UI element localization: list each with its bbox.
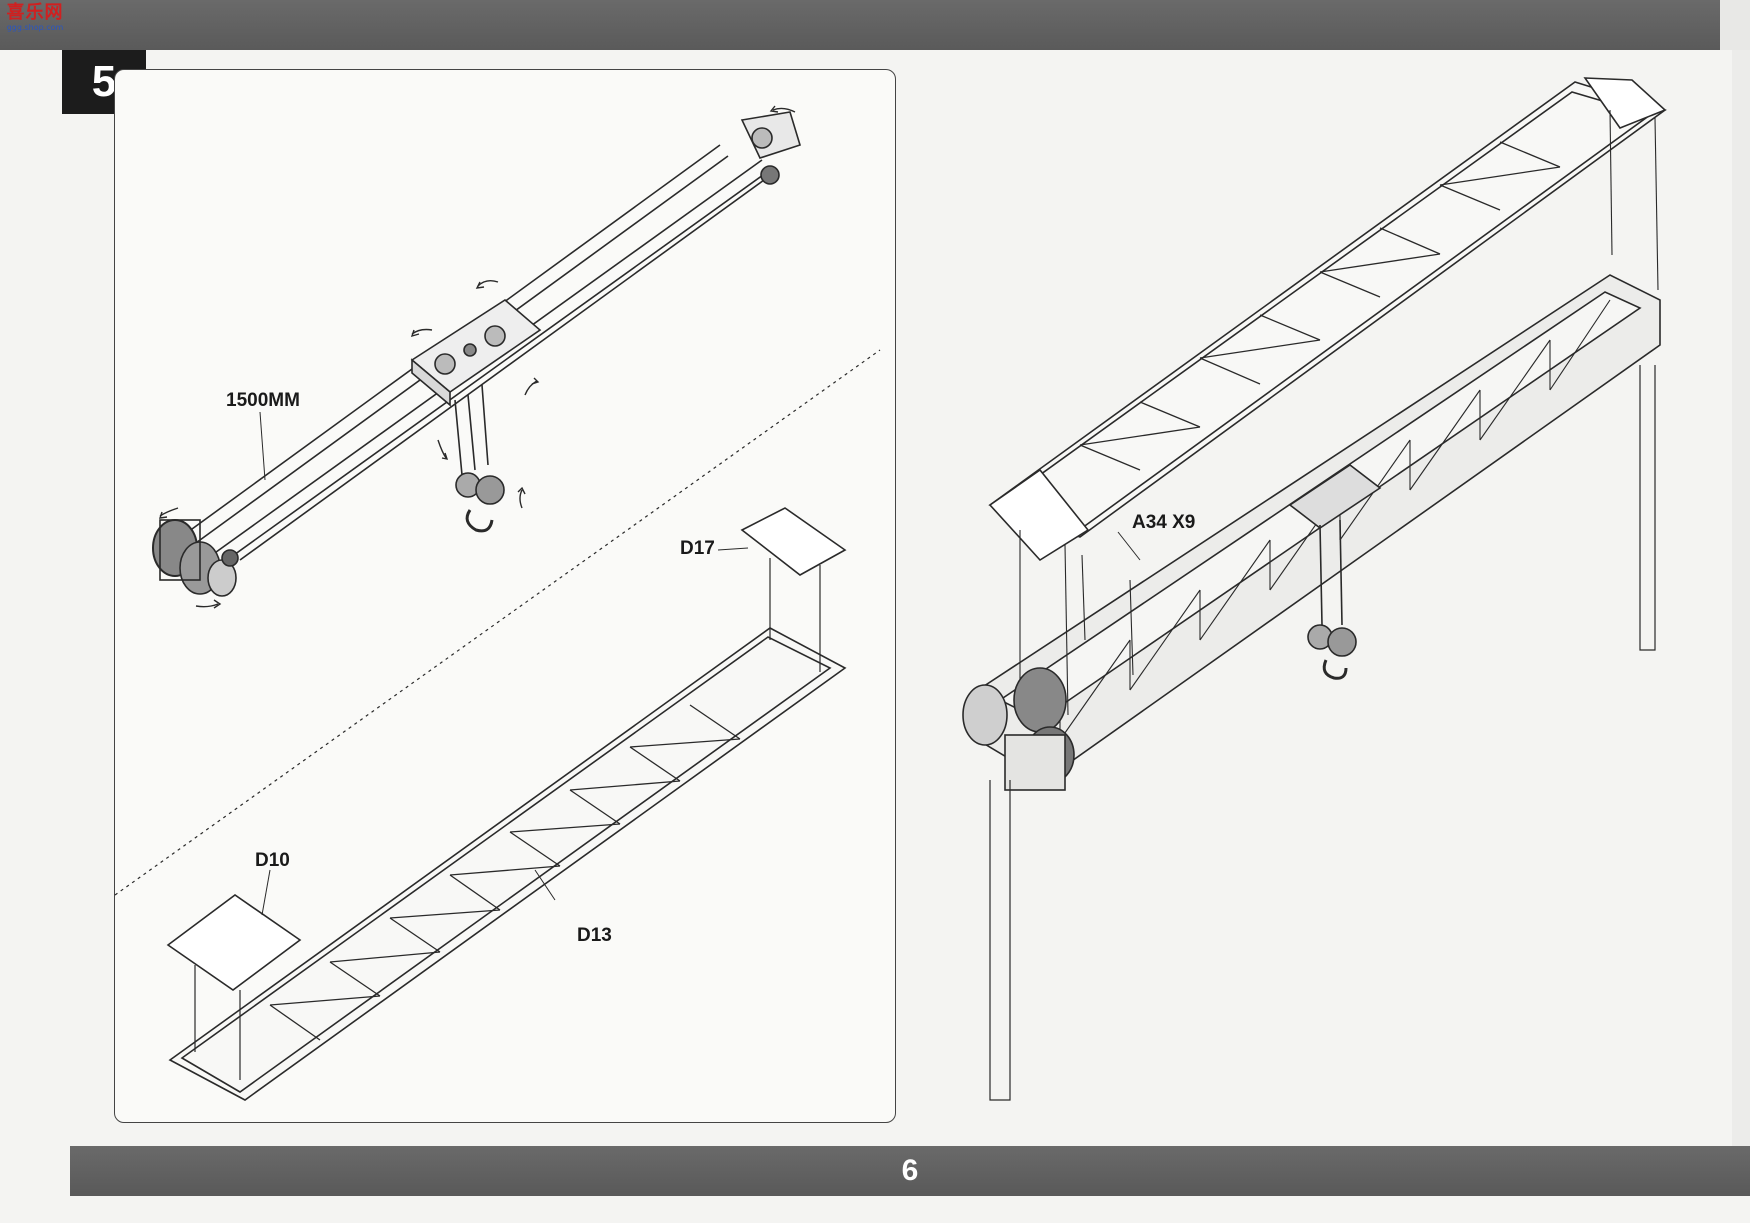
footer-band xyxy=(70,1146,1750,1196)
step-divider xyxy=(114,349,881,896)
watermark-main: 喜乐网 xyxy=(6,2,64,23)
plate-d10 xyxy=(166,894,302,991)
step-number-badge: 5 xyxy=(62,50,146,114)
page-number: 6 xyxy=(901,1154,919,1187)
rope-length-label: 1500MM xyxy=(226,390,300,411)
rope-assembly xyxy=(152,105,801,609)
part-label-d13: D13 xyxy=(577,925,612,946)
gantry-crane-assembly xyxy=(962,77,1667,1101)
watermark-logo: 喜乐网 ggg.shop.com xyxy=(4,4,66,40)
part-label-d10: D10 xyxy=(255,850,290,871)
rotation-arrow-icon xyxy=(158,105,796,609)
part-label-a34: A34 X9 xyxy=(1132,512,1196,533)
part-label-d17: D17 xyxy=(680,538,715,559)
watermark-url: ggg.shop.com xyxy=(6,23,64,32)
page-edge xyxy=(1732,50,1750,1146)
truss-frame-d13 xyxy=(166,507,847,1101)
top-band xyxy=(0,0,1750,50)
plate-d17 xyxy=(740,507,847,576)
